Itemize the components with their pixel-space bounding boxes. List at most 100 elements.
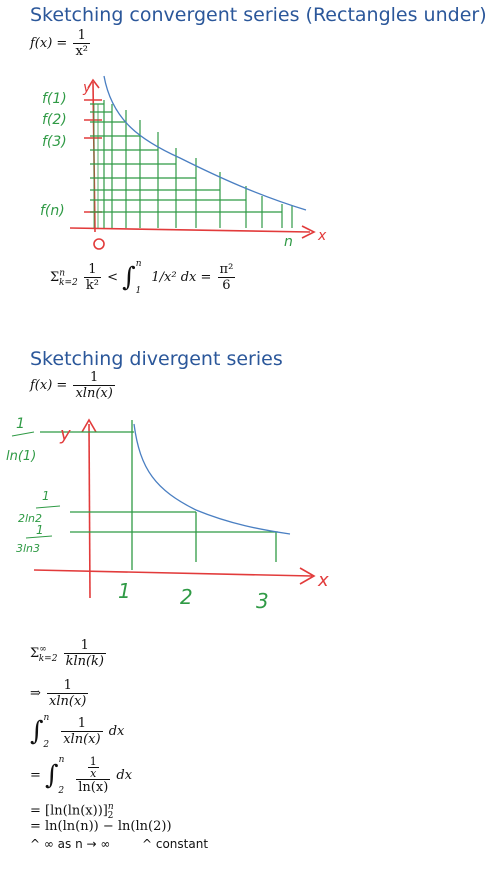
sum-fraction: 1 k²: [83, 262, 101, 293]
function-lhs: f(x) =: [30, 36, 68, 51]
convergent-curve: [103, 75, 307, 211]
label2-numerator: 1: [42, 489, 50, 503]
y-axis-line: [92, 81, 96, 233]
sum-upper: n: [59, 268, 65, 279]
sum-denominator: k²: [83, 277, 101, 293]
sum-upper: ∞: [39, 644, 47, 655]
fraction-numerator: 1: [77, 28, 86, 43]
convergent-red-labels: y x: [82, 80, 327, 244]
divergent-annotation-right: ^ constant: [142, 837, 209, 851]
result-denominator: 6: [217, 277, 236, 293]
sum-lower: k=2: [38, 653, 58, 664]
f3-label: f(3): [42, 134, 67, 150]
inner-denominator: x: [87, 767, 99, 779]
y-axis-line: [88, 423, 91, 599]
fn-label: f(n): [40, 203, 65, 219]
integral-upper: n: [43, 712, 50, 723]
divergent-evaluation: = ln(ln(n)) − ln(ln(2)): [30, 819, 172, 834]
label3-numerator: 1: [36, 523, 44, 537]
inner-numerator: 1: [89, 755, 97, 768]
substitution-numerator: 1 x: [76, 756, 110, 779]
convergent-function-definition: f(x) = 1 x²: [30, 28, 92, 59]
divergent-sum: Σ∞k=2 1 kln(k): [30, 638, 108, 669]
x-axis-label: x: [317, 228, 327, 244]
divergent-substitution: = ∫n 2 1 x ln(x) dx: [30, 754, 133, 796]
integrand: 1/x² dx =: [151, 270, 212, 285]
x-axis-line: [33, 569, 313, 577]
function-fraction: 1 x²: [73, 28, 90, 59]
substitution-fraction: 1 x ln(x): [76, 756, 111, 795]
equals-sign: =: [30, 768, 41, 783]
inner-fraction: 1 x: [87, 755, 99, 779]
label1-numerator: 1: [16, 416, 25, 432]
divergent-curve: [133, 423, 291, 535]
divergent-rectangles: [11, 420, 278, 570]
substitution-denominator: ln(x): [76, 779, 111, 795]
divergent-integral: ∫n 2 1 xln(x) dx: [30, 712, 125, 750]
tick-3-label: 3: [256, 589, 269, 613]
tick-2-label: 2: [180, 585, 193, 609]
convergent-rectangles: [90, 100, 293, 228]
f2-label: f(2): [42, 112, 67, 128]
sum-fraction: 1 kln(k): [63, 638, 107, 669]
integral-lower: 2: [58, 785, 65, 796]
y-axis-arrow: [81, 418, 97, 433]
substitution-dx: dx: [116, 768, 133, 783]
integral-lower: 1: [135, 285, 142, 296]
integral-upper: n: [58, 754, 65, 765]
y-axis-label: y: [82, 80, 92, 96]
integral-sign: ∫: [45, 760, 59, 791]
integral-dx: dx: [108, 724, 125, 739]
sum-symbol: Σ: [30, 646, 40, 661]
divergent-antiderivative: = [ln(ln(x))]n2: [30, 802, 114, 821]
divergent-axes: [33, 418, 316, 599]
sum-symbol: Σ: [50, 270, 60, 285]
sum-lower: k=2: [59, 277, 78, 288]
label-fraction-bars: [11, 431, 61, 539]
convergent-heading: Sketching convergent series (Rectangles …: [30, 4, 487, 26]
sum-numerator: 1: [80, 638, 89, 653]
fraction-numerator: 1: [89, 370, 99, 385]
y-axis-arrow: [87, 78, 100, 89]
function-fraction: 1 xln(x): [73, 370, 115, 401]
divergent-heading: Sketching divergent series: [30, 348, 283, 370]
x-axis-line: [69, 227, 311, 233]
integral-lower: 2: [43, 739, 50, 750]
y-tick-marks: [84, 99, 102, 213]
result-numerator: π²: [219, 262, 234, 277]
integral-sign: ∫: [122, 262, 136, 293]
y-axis-label: y: [59, 424, 71, 445]
implies-fraction: 1 xln(x): [47, 678, 89, 709]
evaluation-text: = ln(ln(n)) − ln(ln(2)): [30, 819, 172, 834]
fraction-denominator: x²: [73, 43, 90, 59]
divergent-implies: ⇒ 1 xln(x): [30, 678, 90, 709]
tick-1-label: 1: [118, 579, 131, 603]
origin-mark: [93, 238, 105, 250]
integral-fraction: 1 xln(x): [61, 716, 103, 747]
divergent-function-definition: f(x) = 1 xln(x): [30, 370, 117, 401]
divergent-green-labels: 1 ln(1) 1 2ln2 1 3ln3 1 2 3: [6, 416, 269, 613]
label2-denominator: 2ln2: [18, 512, 42, 525]
implies-arrow: ⇒: [30, 686, 41, 701]
divergent-red-labels: y x: [59, 424, 329, 591]
function-lhs: f(x) =: [30, 378, 68, 393]
convergent-axes: [69, 78, 316, 250]
antiderivative-text: = [ln(ln(x))]: [30, 803, 108, 819]
implies-numerator: 1: [63, 678, 72, 693]
result-fraction: π² 6: [217, 262, 236, 293]
fraction-denominator: xln(x): [73, 385, 115, 401]
label1-denominator: ln(1): [6, 449, 36, 464]
sum-numerator: 1: [88, 262, 97, 277]
integral-sign: ∫: [30, 716, 44, 747]
integral-numerator: 1: [77, 716, 87, 731]
less-than: <: [107, 270, 119, 285]
x-axis-arrow: [301, 225, 316, 239]
f1-label: f(1): [42, 91, 67, 107]
convergent-inequality: Σnk=2 1 k² < ∫n1 1/x² dx = π² 6: [50, 259, 237, 296]
divergent-annotation-left: ^ ∞ as n → ∞: [30, 837, 111, 851]
n-label: n: [284, 234, 293, 250]
x-axis-label: x: [317, 570, 329, 591]
antiderivative-upper: n: [107, 802, 114, 812]
antiderivative-lower: 2: [107, 810, 114, 821]
convergent-green-labels: f(1) f(2) f(3) f(n) n: [40, 91, 293, 250]
